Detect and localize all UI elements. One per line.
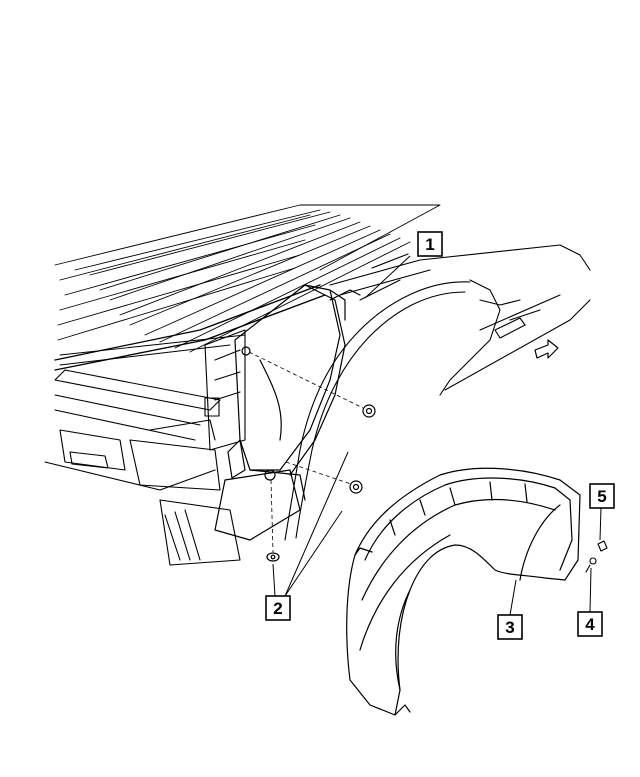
fastener-nut — [362, 404, 376, 418]
callout-leaders — [272, 255, 602, 616]
callout-4: 4 — [577, 611, 603, 637]
truck-bed-floor — [54, 204, 441, 371]
inner-wheelhouse — [214, 284, 361, 541]
fender-liner — [346, 467, 581, 716]
callout-2-label: 2 — [273, 599, 282, 618]
clip-part-5 — [597, 540, 608, 552]
callout-3-label: 3 — [505, 618, 514, 637]
callout-2: 2 — [265, 595, 291, 621]
screw-part-4 — [585, 557, 597, 573]
callout-1: 1 — [417, 231, 443, 257]
fastener-nut — [349, 480, 363, 494]
fastener-nut — [266, 552, 280, 562]
callout-5: 5 — [589, 483, 615, 509]
callout-3: 3 — [497, 614, 523, 640]
front-direction-arrow-icon — [534, 339, 559, 359]
fastener-leaders — [248, 351, 364, 553]
callout-4-label: 4 — [585, 615, 595, 634]
bed-side-panel — [284, 244, 591, 541]
callout-5-label: 5 — [597, 487, 606, 506]
callout-1-label: 1 — [425, 235, 434, 254]
